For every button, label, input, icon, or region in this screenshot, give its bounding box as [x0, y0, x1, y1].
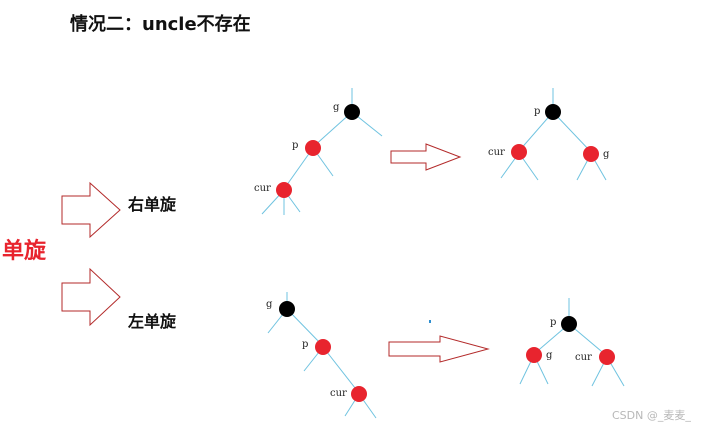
node-cur-red	[351, 386, 367, 402]
node-label-g: g	[603, 149, 610, 160]
node-label-p: p	[292, 140, 298, 151]
node-p-red	[305, 140, 321, 156]
node-label-cur: cur	[330, 388, 347, 399]
node-label-p: p	[550, 317, 556, 328]
node-label-p: p	[534, 106, 540, 117]
node-label-g: g	[266, 299, 273, 310]
node-g-black	[344, 104, 360, 120]
left-rotation-arrow	[61, 267, 121, 327]
tree-edge	[552, 111, 592, 153]
node-label-g: g	[333, 102, 340, 113]
tree-right-after	[500, 88, 607, 181]
node-label-cur: cur	[488, 147, 505, 158]
tree-edge	[322, 346, 360, 394]
stray-mark	[429, 320, 431, 323]
tree-edge	[283, 147, 314, 190]
right-rotation-label: 右单旋	[128, 195, 177, 214]
category-label: 单旋	[2, 238, 47, 264]
watermark: CSDN @_麦麦_	[612, 409, 691, 422]
node-label-p: p	[302, 339, 308, 350]
node-cur-red	[599, 349, 615, 365]
tree-edge	[568, 323, 608, 357]
left-rotation-label: 左单旋	[127, 312, 177, 331]
top-transform-arrow	[390, 143, 462, 171]
node-cur-red	[276, 182, 292, 198]
node-cur-red	[511, 144, 527, 160]
node-p-black	[561, 316, 577, 332]
node-p-black	[545, 104, 561, 120]
node-label-cur: cur	[254, 183, 271, 194]
node-label-g: g	[546, 350, 553, 361]
node-label-cur: cur	[575, 352, 592, 363]
tree-edge	[518, 111, 554, 152]
tree-edge	[286, 308, 324, 347]
bottom-transform-arrow	[388, 335, 490, 363]
diagram-title: 情况二：uncle不存在	[70, 13, 251, 35]
node-g-red	[583, 146, 599, 162]
node-p-red	[315, 339, 331, 355]
node-g-black	[279, 301, 295, 317]
right-rotation-arrow	[61, 181, 121, 239]
node-g-red	[526, 347, 542, 363]
tree-left-after	[519, 298, 625, 387]
tree-edge	[312, 111, 353, 148]
